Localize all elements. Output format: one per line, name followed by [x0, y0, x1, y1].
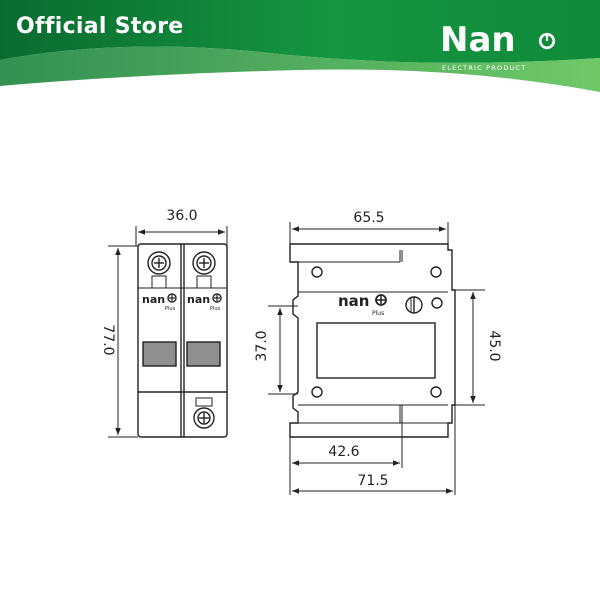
svg-text:nan: nan [187, 293, 210, 306]
breaker-body [137, 243, 228, 438]
mounting-hole [311, 386, 323, 398]
side-logo: nan Plus [338, 292, 387, 317]
front-width-label: 36.0 [166, 208, 197, 224]
mounting-hole [311, 266, 323, 278]
front-height-label: 77.0 [100, 324, 116, 355]
adjust-knob-icon [405, 296, 443, 314]
svg-text:Plus: Plus [372, 310, 384, 317]
side-view [268, 222, 485, 495]
module-logo: nan Plus [142, 293, 177, 312]
side-window [316, 322, 436, 379]
module-logo: nan Plus [187, 293, 222, 312]
indicator-window [142, 341, 177, 367]
mounting-hole [430, 266, 442, 278]
svg-text:nan: nan [142, 293, 165, 306]
terminal-screw-icon [192, 251, 216, 289]
banner-background [0, 0, 600, 92]
svg-text:Plus: Plus [165, 306, 176, 312]
official-store-label: Official Store [16, 14, 184, 39]
front-view [108, 226, 228, 438]
mounting-hole [430, 386, 442, 398]
svg-text:Plus: Plus [210, 306, 221, 312]
outer-height-label: 45.0 [486, 330, 502, 361]
total-width-label: 71.5 [357, 473, 388, 489]
brand-name: Nan [440, 20, 516, 60]
breaker-side-outline [289, 243, 456, 438]
terminal-screw-icon [193, 397, 215, 429]
brand-subtitle: ELECTRIC PRODUCT [442, 64, 527, 72]
base-width-label: 42.6 [328, 444, 359, 460]
terminal-screw-icon [147, 251, 171, 289]
inner-height-label: 37.0 [254, 330, 270, 361]
power-ring-icon [538, 32, 556, 50]
svg-text:nan: nan [338, 292, 369, 310]
nano-logo: Nan ELECTRIC PRODUCT [440, 20, 570, 76]
side-width-label: 65.5 [353, 210, 384, 226]
header-banner: Official Store Nan ELECTRIC PRODUCT [0, 0, 600, 92]
indicator-window [186, 341, 221, 367]
